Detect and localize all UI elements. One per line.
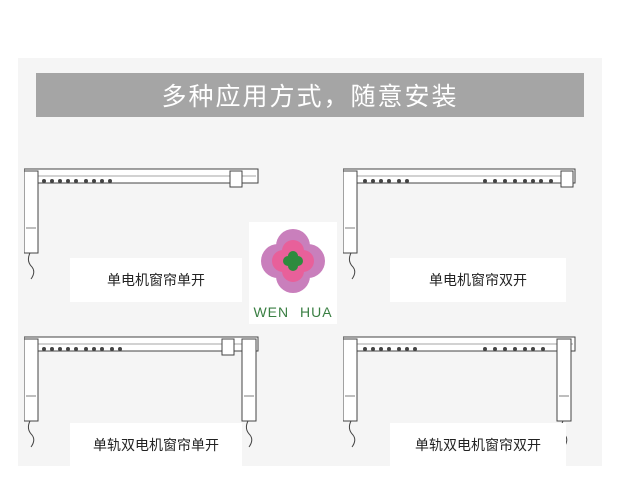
track-diagram — [24, 336, 259, 448]
page-title-banner: 多种应用方式，随意安装 — [36, 73, 584, 117]
track-diagram — [343, 168, 576, 280]
caption-double-motor-double-open: 单轨双电机窗帘双开 — [390, 423, 566, 467]
caption-single-motor-double-open: 单电机窗帘双开 — [390, 258, 566, 302]
curtain-diagram-single-motor-single-open — [24, 166, 274, 286]
track-diagram — [343, 336, 576, 448]
logo-text: WEN HUA — [253, 304, 333, 320]
curtain-diagram-single-motor-double-open — [343, 166, 593, 286]
curtain-diagram-double-motor-single-open — [24, 334, 274, 454]
caption-double-motor-single-open: 单轨双电机窗帘单开 — [70, 423, 242, 467]
flower-logo-icon — [261, 229, 325, 293]
page-title: 多种应用方式，随意安装 — [161, 82, 459, 111]
track-diagram — [24, 168, 259, 280]
curtain-diagram-double-motor-double-open — [343, 334, 593, 454]
brand-logo: WEN HUA — [249, 222, 337, 324]
caption-single-motor-single-open: 单电机窗帘单开 — [70, 258, 242, 302]
